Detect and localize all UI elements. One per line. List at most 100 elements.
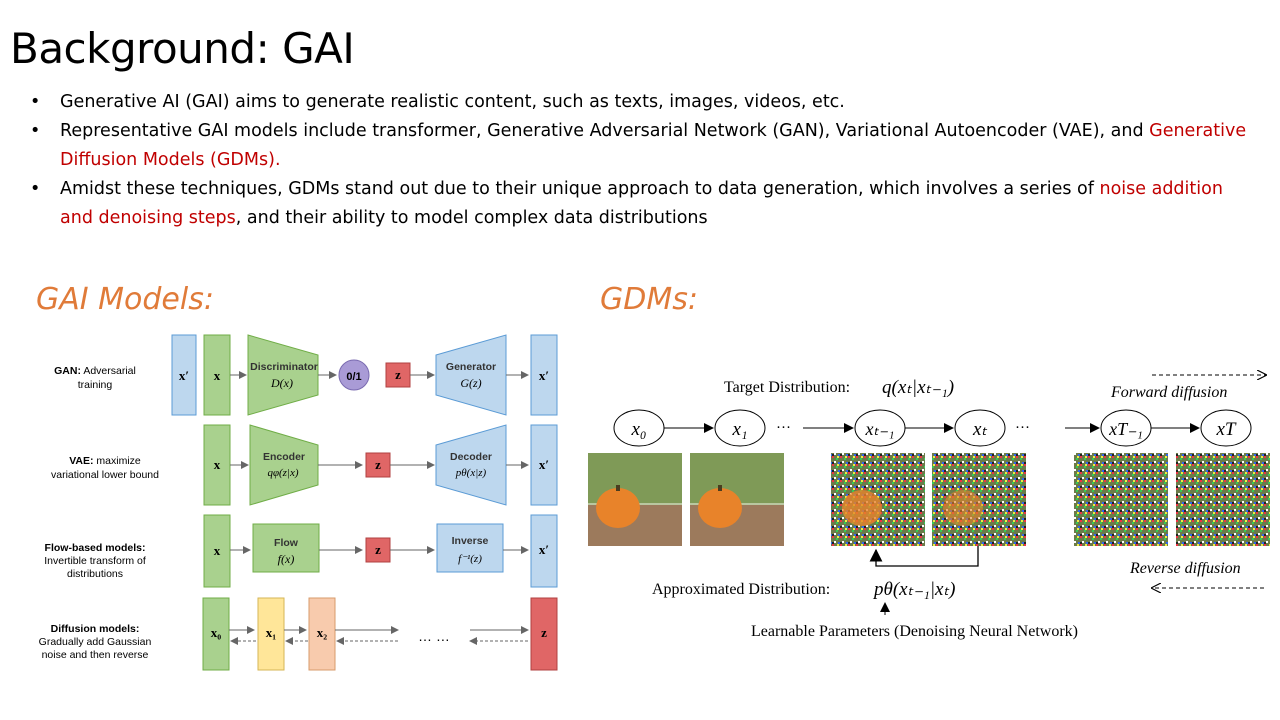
approx-distribution-formula: pθ(xₜ₋₁|xₜ)	[872, 579, 955, 600]
pumpkin-image-t-1	[831, 453, 925, 546]
node-xt-1-text: xₜ₋₁	[864, 419, 894, 439]
vae-label-line2: variational lower bound	[51, 469, 159, 481]
diffusion-label-line3: noise and then reverse	[42, 649, 149, 661]
flow-label-line3: distributions	[67, 568, 123, 580]
vae-x-block	[203, 424, 231, 506]
bullet-item: Representative GAI models include transf…	[30, 117, 1250, 175]
gdms-ellipsis-1: ···	[776, 420, 791, 436]
gdms-diagram: Target Distribution: q(xₜ|xₜ₋₁) Forward …	[588, 375, 1270, 640]
gan-z-block	[385, 362, 411, 388]
flow-z-block	[365, 537, 391, 563]
page-title: Background: GAI	[10, 24, 355, 73]
node-xT-1-text: xT₋₁	[1108, 419, 1143, 439]
flow-x-block	[203, 514, 231, 588]
decoder-block	[435, 424, 507, 506]
gan-xprime-output-block	[530, 334, 558, 416]
diffusion-ellipsis: … …	[418, 628, 450, 644]
vae-z-text: z	[375, 457, 381, 472]
flow-label: Flow-based models:	[45, 542, 146, 554]
gan-label-rest: Adversarial	[81, 365, 136, 377]
diffusion-x1-block	[257, 597, 285, 671]
reverse-feedback-arrow	[869, 546, 979, 567]
encoder-label: Encoder	[263, 451, 305, 463]
diffusion-z-block	[530, 597, 558, 671]
gan-x-block	[203, 334, 231, 416]
output-01-node	[338, 359, 370, 391]
vae-xprime-block	[530, 424, 558, 506]
flow-block-label: Flow	[274, 537, 299, 549]
node-x0-text: x₀	[630, 419, 646, 440]
diffusion-x2-block	[308, 597, 336, 671]
diffusion-x1-text: x₁	[266, 625, 277, 640]
bullet-item: Generative AI (GAI) aims to generate rea…	[30, 88, 1250, 117]
bullet-text: , and their ability to model complex dat…	[235, 208, 708, 228]
node-x1	[714, 409, 766, 447]
bullet-text: Amidst these techniques, GDMs stand out …	[60, 179, 1100, 199]
flow-xprime-text: x′	[539, 542, 549, 557]
bullet-list: Generative AI (GAI) aims to generate rea…	[30, 88, 1250, 233]
diffusion-label-line2: Gradually add Gaussian	[39, 636, 152, 648]
bullet-text: Generative AI (GAI) aims to generate rea…	[60, 92, 845, 112]
gan-xprime-input-block	[171, 334, 197, 416]
reverse-diffusion-label: Reverse diffusion	[1129, 560, 1241, 577]
node-xt	[954, 409, 1006, 447]
discriminator-block	[247, 334, 319, 416]
gdms-ellipsis-2: ···	[1015, 420, 1030, 436]
pumpkin-image-0	[588, 453, 682, 546]
flow-block	[252, 523, 320, 573]
gan-xprime-input-text: x′	[179, 368, 189, 383]
bullet-highlight: noise addition and denoising steps	[60, 179, 1223, 228]
noise-image-T-1	[1074, 453, 1168, 546]
inverse-block	[436, 523, 504, 573]
diffusion-x0-block	[202, 597, 230, 671]
vae-label-bold: VAE:	[69, 455, 93, 467]
vae-x-text: x	[214, 457, 221, 472]
diffusion-x0-text: x₀	[211, 625, 222, 640]
decoder-fn: pθ(x|z)	[455, 467, 487, 479]
gan-x-text: x	[214, 368, 221, 383]
discriminator-fn: D(x)	[270, 376, 293, 390]
flow-block-fn: f(x)	[278, 552, 295, 566]
node-xT-text: xT	[1216, 419, 1237, 440]
gan-label-line2: training	[78, 379, 113, 391]
diffusion-label: Diffusion models:	[51, 623, 140, 635]
pumpkin-image-t	[932, 453, 1026, 546]
flow-label-line2: Invertible transform of	[44, 555, 146, 567]
discriminator-label: Discriminator	[250, 361, 318, 373]
bullet-item: Amidst these techniques, GDMs stand out …	[30, 175, 1250, 233]
forward-diffusion-label: Forward diffusion	[1110, 384, 1227, 401]
gan-label: GAN: Adversarial	[54, 365, 136, 377]
node-xT	[1200, 409, 1252, 447]
target-distribution-label: Target Distribution:	[724, 379, 850, 396]
gan-xprime-output-text: x′	[539, 368, 549, 383]
target-distribution-formula: q(xₜ|xₜ₋₁)	[882, 377, 954, 398]
vae-label-rest: maximize	[94, 455, 141, 467]
bullet-text: Representative GAI models include transf…	[60, 121, 1150, 141]
encoder-fn: qφ(z|x)	[267, 467, 298, 479]
gai-models-heading: GAI Models:	[36, 282, 214, 317]
node-x1-text: x₁	[731, 419, 747, 440]
vae-xprime-text: x′	[539, 457, 549, 472]
diffusion-z-text: z	[541, 625, 547, 640]
flow-z-text: z	[375, 542, 381, 557]
generator-fn: G(z)	[460, 376, 481, 390]
generator-label: Generator	[446, 361, 496, 373]
gan-label-bold: GAN:	[54, 365, 81, 377]
gdms-heading: GDMs:	[600, 282, 698, 317]
noise-image-T	[1176, 453, 1270, 546]
bullet-highlight: Generative Diffusion Models (GDMs).	[60, 121, 1247, 170]
flow-x-text: x	[214, 543, 221, 558]
learnable-parameters-label: Learnable Parameters (Denoising Neural N…	[751, 623, 1078, 640]
output-01-text: 0/1	[346, 371, 361, 383]
vae-label: VAE: maximize	[69, 455, 141, 467]
inverse-block-label: Inverse	[452, 535, 489, 547]
node-xt-text: xₜ	[972, 419, 987, 440]
diffusion-x2-text: x₂	[317, 625, 328, 640]
flow-xprime-block	[530, 514, 558, 588]
gai-models-diagram: GAN: Adversarial training VAE: maximize …	[39, 334, 558, 671]
generator-block	[435, 334, 507, 416]
decoder-label: Decoder	[450, 451, 492, 463]
gan-z-text: z	[395, 367, 401, 382]
encoder-block	[249, 424, 319, 506]
